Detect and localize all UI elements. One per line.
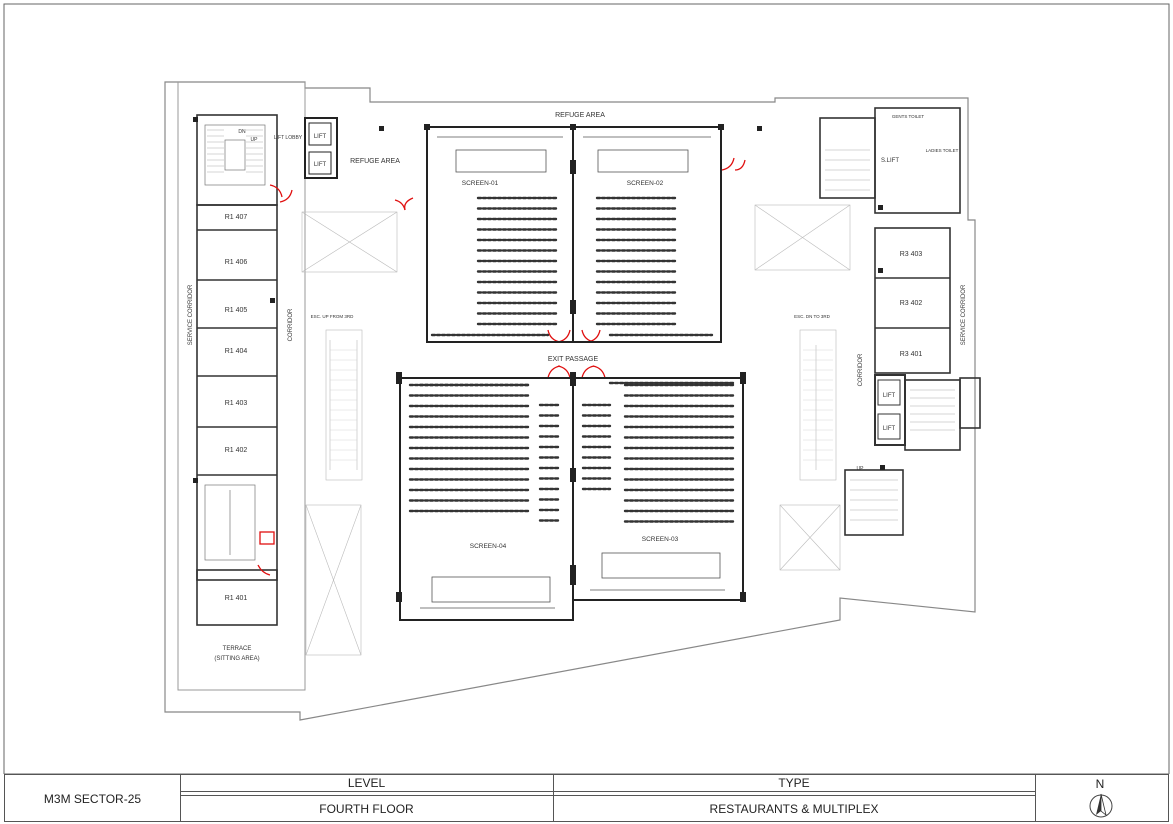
left-unit-labels: R1 407 R1 406 R1 405 R1 404 R1 403 R1 402 R1 4… bbox=[225, 214, 248, 602]
lift-label-2: LIFT bbox=[314, 162, 327, 168]
unit-label-right: R3 402 bbox=[900, 300, 923, 307]
lift-label-3: LIFT bbox=[883, 393, 896, 399]
terrace-label: TERRACE bbox=[223, 646, 252, 652]
lift-label-1: LIFT bbox=[314, 134, 327, 140]
screen-inner bbox=[420, 136, 725, 609]
left-stair bbox=[204, 124, 266, 561]
corridor-right-label: CORRIDOR bbox=[858, 353, 864, 386]
project-name: M3M SECTOR-25 bbox=[43, 792, 142, 806]
unit-label-left: R1 401 bbox=[225, 595, 248, 602]
right-stair-treads bbox=[825, 149, 955, 521]
gents-toilet-label: GENTS TOILET bbox=[892, 114, 925, 119]
north-label: N bbox=[1095, 777, 1105, 791]
escalator-right-label: ESC. DN TO 3RD bbox=[794, 314, 831, 319]
screen-01-label: SCREEN-01 bbox=[462, 180, 499, 187]
type-header: TYPE bbox=[778, 776, 810, 790]
unit-label-left: R1 407 bbox=[225, 214, 248, 221]
voids bbox=[301, 204, 851, 656]
service-corridor-right-label: SERVICE CORRIDOR bbox=[961, 284, 967, 345]
unit-label-left: R1 403 bbox=[225, 400, 248, 407]
screen-04-label: SCREEN-04 bbox=[470, 543, 507, 550]
lift-lobby-label: LIFT LOBBY bbox=[274, 135, 303, 141]
left-stair-treads bbox=[207, 129, 263, 173]
service-lift-label: S.LIFT bbox=[881, 158, 899, 164]
right-unit-labels: R3 403 R3 402 R3 401 bbox=[900, 251, 923, 358]
left-wing bbox=[196, 114, 278, 626]
screen-03-label: SCREEN-03 bbox=[642, 536, 679, 543]
ladies-toilet-label: LADIES TOILET bbox=[926, 148, 959, 153]
escalator-left-label: ESC. UP FROM 3RD bbox=[311, 314, 354, 319]
refuge-area-top-label: REFUGE AREA bbox=[555, 112, 605, 119]
unit-label-left: R1 402 bbox=[225, 447, 248, 454]
sheet-frame bbox=[3, 3, 1170, 774]
exit-passage-label: EXIT PASSAGE bbox=[548, 356, 599, 363]
title-block: M3M SECTOR-25 LEVEL FOURTH FLOOR TYPE RE… bbox=[4, 774, 1169, 822]
stair-up-label: UP bbox=[251, 137, 259, 143]
terrace-sub-label: (SITTING AREA) bbox=[214, 656, 259, 662]
unit-label-left: R1 406 bbox=[225, 259, 248, 266]
seating-rows bbox=[408, 196, 737, 523]
unit-label-right: R3 401 bbox=[900, 351, 923, 358]
escalator-treads bbox=[330, 349, 833, 461]
lift-label-4: LIFT bbox=[883, 426, 896, 432]
level-header: LEVEL bbox=[347, 776, 386, 790]
terrace-slab bbox=[177, 82, 306, 691]
stair-dn-label: DN bbox=[238, 129, 246, 135]
unit-label-left: R1 404 bbox=[225, 348, 248, 355]
lift-core-left bbox=[304, 117, 338, 179]
unit-label-right: R3 403 bbox=[900, 251, 923, 258]
unit-label-left: R1 405 bbox=[225, 307, 248, 314]
service-corridor-left-label: SERVICE CORRIDOR bbox=[188, 284, 194, 345]
stair-up-right-label: UP bbox=[857, 466, 865, 472]
north-arrow-icon bbox=[1089, 793, 1113, 818]
refuge-area-left-label: REFUGE AREA bbox=[350, 158, 400, 165]
corridor-left-label: CORRIDOR bbox=[288, 308, 294, 341]
screen-02-label: SCREEN-02 bbox=[627, 180, 664, 187]
columns bbox=[193, 117, 885, 602]
door-swings bbox=[257, 157, 746, 576]
floor-plan: REFUGE AREA REFUGE AREA LIFT LOBBY LIFT … bbox=[3, 3, 1170, 774]
screen-walls bbox=[399, 126, 744, 621]
type-value: RESTAURANTS & MULTIPLEX bbox=[709, 802, 879, 816]
right-wing bbox=[819, 107, 981, 536]
building-outline bbox=[164, 81, 976, 721]
level-value: FOURTH FLOOR bbox=[319, 802, 414, 816]
